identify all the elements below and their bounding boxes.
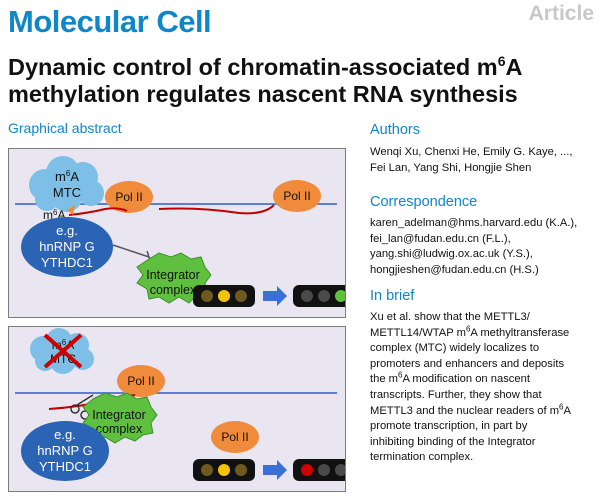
pol-ii-left-icon bbox=[105, 181, 153, 213]
email-link[interactable]: hongjieshen@fudan.edu.cn (H.S.) bbox=[370, 263, 539, 276]
reader-label-line2: hnRNP G bbox=[39, 239, 94, 254]
reader-label-line1: e.g. bbox=[54, 427, 76, 442]
email-link[interactable]: fei_lan@fudan.edu.cn (F.L.), bbox=[370, 232, 511, 245]
authors-list: Wenqi Xu, Chenxi He, Emily G. Kaye, ...,… bbox=[370, 145, 596, 176]
traffic-light-before-icon bbox=[193, 459, 255, 481]
integrator-label-line2: complex bbox=[96, 422, 143, 436]
reader-label-line3: YTHDC1 bbox=[39, 459, 91, 474]
graphical-abstract-panel-top: m6A MTC Pol II Pol II m6A e.g. hnRNP G Y… bbox=[8, 148, 346, 318]
paper-title: Dynamic control of chromatin-associated … bbox=[8, 54, 593, 108]
authors-line: Wenqi Xu, Chenxi He, Emily G. Kaye, ..., bbox=[370, 146, 573, 158]
m6a-mark-label: m6A bbox=[43, 208, 65, 222]
authors-heading: Authors bbox=[370, 122, 420, 138]
traffic-light-before-icon bbox=[193, 285, 255, 307]
pol-ii-right-label: Pol II bbox=[283, 189, 310, 203]
pol-ii-left-label: Pol II bbox=[115, 190, 142, 204]
inhibition-line bbox=[112, 244, 150, 258]
traffic-light-after-icon bbox=[293, 285, 345, 307]
journal-name: Molecular Cell bbox=[8, 4, 212, 39]
pol-ii-right-icon bbox=[273, 180, 321, 212]
in-brief-summary: Xu et al. show that the METTL3/ METTL14/… bbox=[370, 311, 571, 464]
authors-line: Fei Lan, Yang Shi, Hongjie Shen bbox=[370, 161, 532, 174]
graphical-abstract-panel-bottom: m6A MTC Pol II Integrator complex e.g. h… bbox=[8, 326, 346, 492]
reader-protein-icon bbox=[21, 421, 109, 481]
pol-ii-bottom-label: Pol II bbox=[221, 430, 248, 444]
title-line2: methylation regulates nascent RNA synthe… bbox=[8, 81, 518, 107]
reader-label-line3: YTHDC1 bbox=[41, 255, 93, 270]
in-brief-heading: In brief bbox=[370, 288, 415, 304]
integrator-label-line1: Integrator bbox=[146, 268, 200, 282]
pol-ii-bottom-icon bbox=[211, 421, 259, 453]
reader-protein-icon bbox=[21, 217, 113, 277]
nascent-rna-left bbox=[68, 207, 128, 216]
integrator-label-line1: Integrator bbox=[92, 408, 146, 422]
reader-label-line1: e.g. bbox=[56, 223, 78, 238]
correspondence-heading: Correspondence bbox=[370, 194, 478, 210]
traffic-light-after-icon bbox=[293, 459, 345, 481]
panel-bottom-illustration: m6A MTC Pol II Integrator complex e.g. h… bbox=[15, 328, 345, 481]
transition-arrow-icon bbox=[263, 460, 287, 480]
email-link[interactable]: karen_adelman@hms.harvard.edu (K.A.), bbox=[370, 217, 578, 229]
article-type-label: Article bbox=[528, 2, 594, 25]
pol-ii-top-icon bbox=[117, 365, 165, 397]
reader-label-line2: hnRNP G bbox=[37, 443, 92, 458]
title-line1: Dynamic control of chromatin-associated … bbox=[8, 53, 523, 80]
mtc-label-top: m6A bbox=[55, 169, 79, 184]
email-link[interactable]: yang.shi@ludwig.ox.ac.uk (Y.S.), bbox=[370, 248, 533, 261]
panel-top-illustration: m6A MTC Pol II Pol II m6A e.g. hnRNP G Y… bbox=[15, 156, 345, 307]
m6a-arrowhead-icon bbox=[67, 205, 75, 215]
knockout-cross-icon bbox=[43, 333, 83, 369]
mtc-label-bottom: MTC bbox=[53, 185, 81, 200]
mtc-cloud-icon bbox=[29, 156, 104, 212]
graphical-abstract-heading: Graphical abstract bbox=[8, 120, 122, 136]
integrator-label-line2: complex bbox=[150, 283, 197, 297]
pol-ii-top-label: Pol II bbox=[127, 374, 154, 388]
correspondence-list: karen_adelman@hms.harvard.edu (K.A.), fe… bbox=[370, 216, 596, 278]
transition-arrow-icon bbox=[263, 286, 287, 306]
nascent-rna-right bbox=[158, 204, 275, 215]
